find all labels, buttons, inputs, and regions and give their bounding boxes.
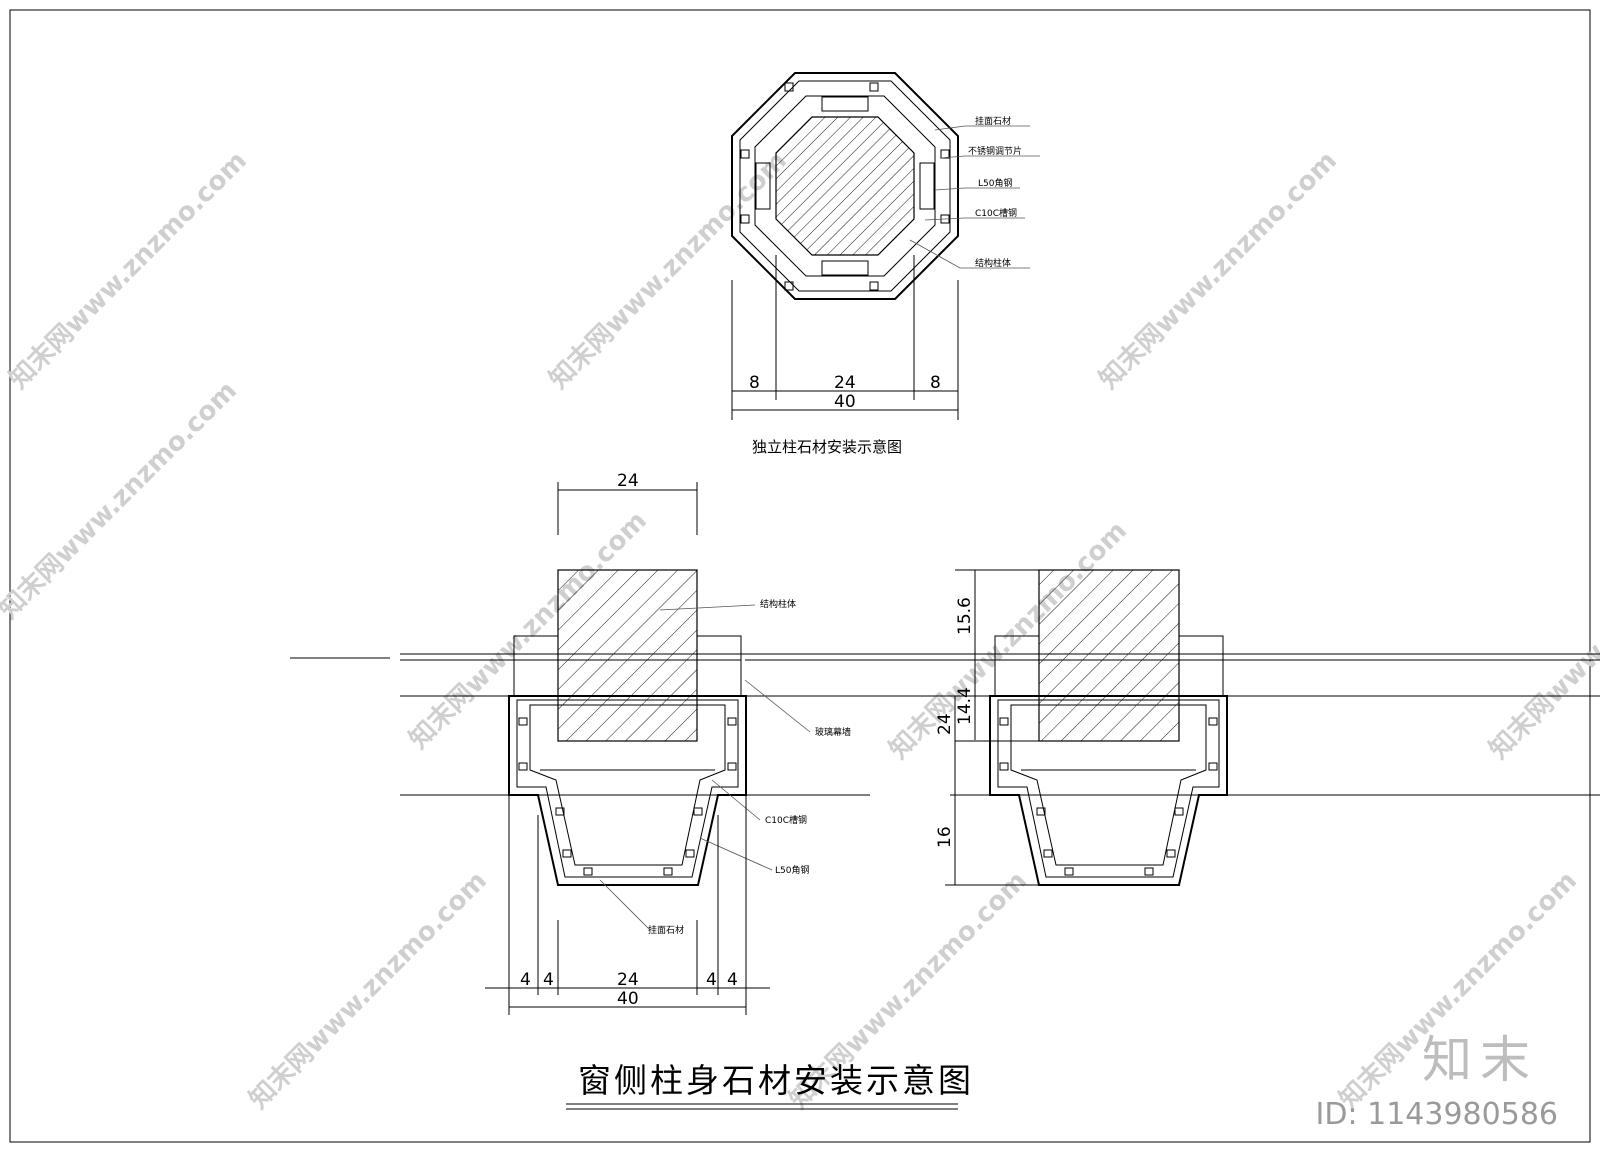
dim-right-1: 15.6 [955, 597, 975, 635]
watermark-text: 知末网www.znzmo.com [1484, 516, 1600, 765]
label-structural-column: 结构柱体 [760, 598, 796, 610]
window-column-section-left: 结构柱体 玻璃幕墙 C10C槽钢 L50角钢 挂面石材 24 4 4 24 4 … [290, 471, 1600, 1015]
watermark-text: 知末网www.znzmo.com [1094, 146, 1343, 395]
dim-bottom-1: 4 [520, 970, 531, 990]
dim-right-2: 14.4 [955, 687, 975, 725]
label-cladding-stone: 挂面石材 [975, 115, 1011, 127]
label-cladding-stone: 挂面石材 [648, 924, 684, 936]
dim-right-4: 16 [935, 826, 955, 848]
watermark-text: 知末网www.znzmo.com [244, 866, 493, 1115]
dim-top-right: 8 [930, 373, 941, 393]
label-adjust-plate: 不锈钢调节片 [968, 145, 1022, 157]
label-glass-curtain-wall: 玻璃幕墙 [815, 726, 851, 738]
dim-bottom-2: 4 [543, 970, 554, 990]
label-structural-column: 结构柱体 [975, 257, 1011, 269]
brand-logo: 知末 [1422, 1031, 1538, 1089]
dim-bottom-3: 24 [617, 970, 639, 990]
caption-window-column: 窗侧柱身石材安装示意图 [578, 1061, 974, 1100]
watermark-text: 知末网www.znzmo.com [4, 146, 253, 395]
label-channel-steel: C10C槽钢 [765, 814, 807, 826]
dim-top-total: 40 [834, 392, 856, 412]
watermark-text: 知末网www.znzmo.com [0, 376, 243, 625]
dim-right-3: 24 [935, 713, 955, 735]
asset-id: ID: 1143980586 [1315, 1097, 1558, 1132]
drawing-frame [9, 9, 1591, 1143]
dim-section-top: 24 [617, 471, 639, 491]
main-caption: 窗侧柱身石材安装示意图 [566, 1061, 974, 1110]
dim-bottom-5: 4 [727, 970, 738, 990]
window-column-section-right: 15.6 14.4 24 16 [935, 569, 1228, 886]
dim-top-middle: 24 [834, 373, 856, 393]
dim-bottom-4: 4 [706, 970, 717, 990]
dim-top-left: 8 [749, 373, 760, 393]
label-channel-steel: C10C槽钢 [975, 207, 1017, 219]
caption-freestanding-column: 独立柱石材安装示意图 [752, 438, 902, 456]
dim-bottom-total: 40 [617, 989, 639, 1009]
label-angle-steel: L50角钢 [978, 177, 1012, 189]
label-angle-steel: L50角钢 [775, 864, 809, 876]
octagon-column-plan: 挂面石材 不锈钢调节片 L50角钢 C10C槽钢 结构柱体 8 24 8 40 … [731, 72, 1040, 456]
